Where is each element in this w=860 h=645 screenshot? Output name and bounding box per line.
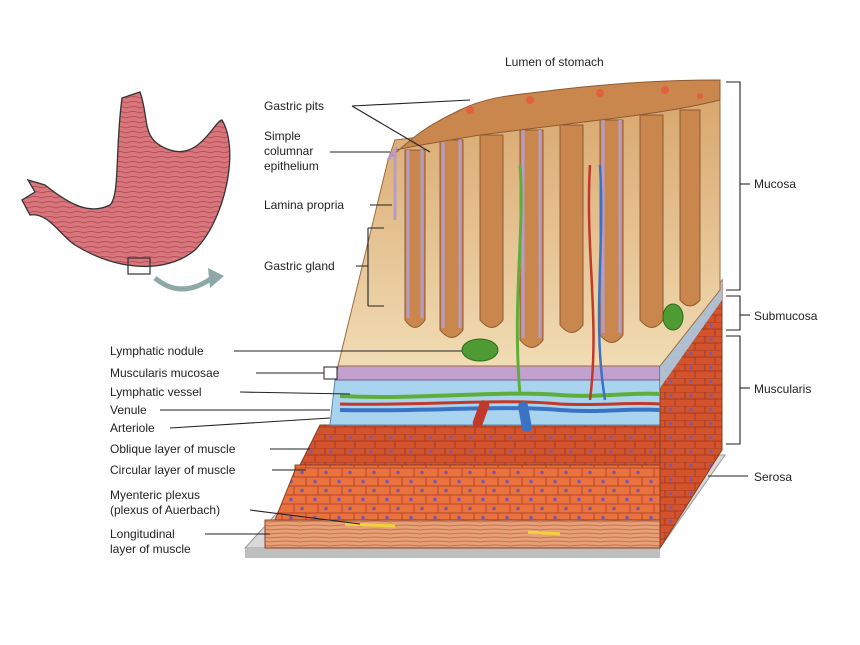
zoom-arrow [153, 275, 214, 292]
label-lymphatic-nodule: Lymphatic nodule [110, 344, 204, 358]
myenteric-plexus-mark [344, 522, 561, 536]
label-oblique-muscle: Oblique layer of muscle [110, 442, 236, 456]
longitudinal-layer-front [264, 519, 661, 549]
lymphatic-vessel-horizontal [339, 391, 661, 399]
label-muscularis: Muscularis [754, 382, 811, 396]
label-muscularis-mucosae: Muscularis mucosae [110, 366, 220, 380]
venule-horizontal [339, 406, 661, 413]
muscularis-mucosae-strip [334, 365, 661, 381]
label-submucosa: Submucosa [754, 309, 818, 323]
circular-layer-front [274, 464, 661, 521]
lymphatic-nodule [461, 338, 499, 362]
label-simple-columnar-1: Simple [264, 129, 301, 143]
gastric-glands [404, 109, 701, 348]
oblique-layer-front [299, 424, 661, 466]
title: Lumen of stomach [505, 55, 604, 69]
label-longitudinal-1: Longitudinal [110, 527, 175, 541]
label-simple-columnar-3: epithelium [264, 159, 319, 173]
label-venule: Venule [110, 403, 147, 417]
lymphatic-vessel-vertical [515, 164, 523, 396]
label-lamina-propria: Lamina propria [264, 198, 344, 212]
right-labels: Mucosa Submucosa Muscularis Serosa [708, 81, 818, 484]
label-gastric-pits: Gastric pits [264, 99, 324, 113]
label-myenteric-2: (plexus of Auerbach) [110, 503, 220, 517]
arteriole-vertical [587, 164, 595, 401]
label-longitudinal-2: layer of muscle [110, 542, 191, 556]
venule-vertical [597, 164, 607, 401]
stomach-zoom-box [127, 257, 151, 275]
label-arteriole: Arteriole [110, 421, 155, 435]
muscularis-mucosae-marker [323, 366, 338, 380]
left-labels: Gastric pits Simple columnar epithelium … [110, 99, 471, 556]
lumen-surface [387, 79, 721, 161]
label-simple-columnar-2: columnar [264, 144, 313, 158]
stomach-wall-block [243, 79, 726, 558]
stomach-illustration [21, 91, 231, 292]
label-lymphatic-vessel: Lymphatic vessel [110, 385, 202, 399]
label-myenteric-1: Myenteric plexus [110, 488, 200, 502]
label-gastric-gland: Gastric gland [264, 259, 335, 273]
label-serosa: Serosa [754, 470, 792, 484]
label-circular-muscle: Circular layer of muscle [110, 463, 236, 477]
label-mucosa: Mucosa [754, 177, 796, 191]
arteriole-horizontal [339, 400, 661, 407]
